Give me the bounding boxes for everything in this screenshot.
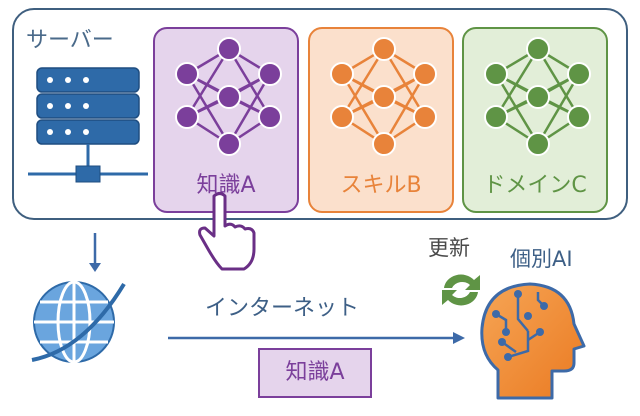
globe-icon — [31, 280, 126, 364]
card-label: ドメインC — [483, 173, 587, 198]
neural-network-icon — [175, 37, 282, 156]
knowledge-a-card[interactable]: 知識A — [153, 27, 299, 213]
ai-head-icon — [480, 282, 586, 400]
server-title: サーバー — [26, 28, 114, 53]
connectors — [89, 233, 465, 344]
knowledge-a-packet: 知識A — [258, 348, 372, 398]
neural-network-icon — [330, 37, 437, 156]
refresh-icon — [442, 274, 480, 306]
internet-label: インターネット — [205, 296, 360, 321]
server-icon — [28, 67, 148, 183]
server-group — [12, 8, 628, 220]
card-label: スキルB — [340, 173, 422, 198]
card-label: 知識A — [196, 173, 256, 198]
skill-b-card[interactable]: スキルB — [308, 27, 454, 213]
hand-pointer-icon — [198, 192, 256, 271]
neural-network-icon — [484, 37, 591, 156]
update-label: 更新 — [428, 236, 470, 260]
personal-ai-label: 個別AI — [510, 247, 573, 271]
domain-c-card[interactable]: ドメインC — [462, 27, 608, 213]
